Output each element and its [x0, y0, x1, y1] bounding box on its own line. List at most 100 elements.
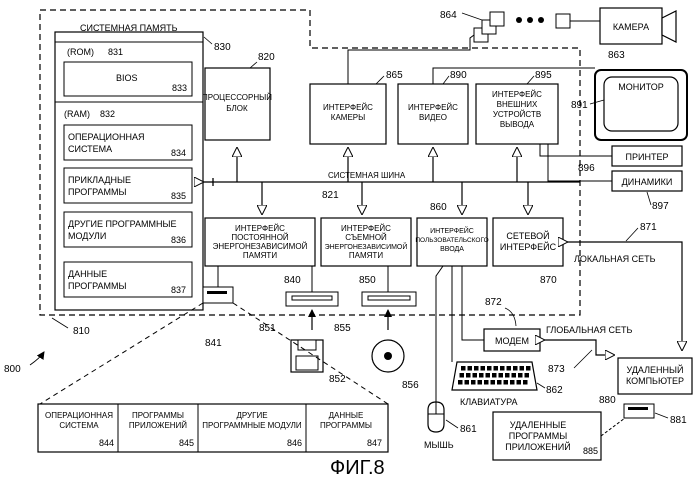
ram-number: 832 — [100, 109, 115, 119]
floppy-drive — [286, 292, 338, 306]
keyboard-key — [500, 366, 505, 371]
optical-drive-number: 855 — [334, 323, 351, 334]
output-interface-line1: ИНТЕРФЕЙС — [492, 90, 542, 99]
rom-number: 831 — [108, 47, 123, 57]
disk-item-number: 844 — [99, 438, 114, 448]
processor-line2: БЛОК — [226, 104, 248, 113]
removable-interface-number: 850 — [359, 275, 376, 286]
ram-item-line1: ДРУГИЕ ПРОГРАММНЫЕ — [68, 219, 176, 229]
keyboard-key — [497, 380, 502, 385]
video-interface-line1: ИНТЕРФЕЙС — [408, 103, 458, 112]
floppy-disk-number: 852 — [329, 374, 346, 385]
camera-label: КАМЕРА — [613, 22, 649, 32]
monitor-label: МОНИТОР — [618, 82, 664, 92]
keyboard-key — [478, 380, 483, 385]
hard-disk-number: 841 — [205, 338, 222, 349]
ram-item-line2: ПРОГРАММЫ — [68, 281, 127, 291]
user-input-interface-line3: ВВОДА — [440, 246, 464, 253]
output-interface-number: 895 — [535, 70, 552, 81]
modem-number: 872 — [485, 297, 502, 308]
ram-item-number: 837 — [171, 285, 186, 295]
disk-item-line2: ПРИЛОЖЕНИЙ — [129, 421, 187, 430]
remote-storage — [624, 404, 654, 418]
ram-item-line1: ДАННЫЕ — [68, 269, 107, 279]
nonremovable-interface-line4: ПАМЯТИ — [243, 251, 277, 260]
keyboard-key — [494, 366, 499, 371]
lan-number: 871 — [640, 222, 657, 233]
mouse-label: МЫШЬ — [424, 440, 454, 450]
output-interface-line4: ВЫВОДА — [500, 120, 535, 129]
keyboard-key — [474, 366, 479, 371]
nonremovable-interface-line2: ПОСТОЯННОЙ — [231, 233, 289, 242]
disk-item-line2: ПРОГРАММНЫЕ МОДУЛИ — [202, 421, 302, 430]
keyboard-key — [468, 366, 473, 371]
ram-item-line2: ПРОГРАММЫ — [68, 187, 127, 197]
system-bus-number: 821 — [322, 190, 339, 201]
optical-disk-number: 856 — [402, 380, 419, 391]
images-number: 864 — [440, 10, 457, 21]
user-input-interface-line1: ИНТЕРФЕЙС — [430, 226, 474, 235]
video-interface-number: 890 — [450, 70, 467, 81]
remote-storage-number: 881 — [670, 415, 687, 426]
disk-item-line2: ПРОГРАММЫ — [320, 421, 372, 430]
keyboard-key — [479, 373, 484, 378]
keyboard-number: 862 — [546, 385, 563, 396]
ram-label: (RAM) — [64, 109, 90, 119]
keyboard-key — [481, 366, 486, 371]
disk-item-line1: ДАННЫЕ — [329, 411, 364, 420]
output-interface-line3: УСТРОЙСТВ — [493, 110, 541, 119]
user-input-interface-number: 860 — [430, 202, 447, 213]
wan-number: 873 — [548, 364, 565, 375]
lan-label: ЛОКАЛЬНАЯ СЕТЬ — [574, 254, 656, 264]
output-interface-line2: ВНЕШНИХ — [497, 100, 538, 109]
system-number: 800 — [4, 364, 21, 375]
remote-apps-line3: ПРИЛОЖЕНИЙ — [505, 441, 570, 452]
optical-drive — [362, 292, 416, 306]
wan-label: ГЛОБАЛЬНАЯ СЕТЬ — [546, 325, 632, 335]
mouse-number: 861 — [460, 424, 477, 435]
speakers-label: ДИНАМИКИ — [622, 177, 673, 187]
keyboard-key — [523, 380, 528, 385]
keyboard-key — [466, 373, 471, 378]
keyboard-key — [507, 366, 512, 371]
ram-item-number: 834 — [171, 148, 186, 158]
keyboard-key — [517, 380, 522, 385]
system-memory-label: СИСТЕМНАЯ ПАМЯТЬ — [80, 23, 178, 33]
keyboard-key — [487, 366, 492, 371]
remote-computer-number: 880 — [599, 395, 616, 406]
network-interface-number: 870 — [540, 275, 557, 286]
system-memory-number: 830 — [214, 42, 231, 53]
disk-item-number: 847 — [367, 438, 382, 448]
modem-label: МОДЕМ — [495, 336, 529, 346]
keyboard-key — [471, 380, 476, 385]
floppy-drive-number: 851 — [259, 323, 276, 334]
removable-interface-line1: ИНТЕРФЕЙС — [341, 224, 391, 233]
keyboard-key — [513, 366, 518, 371]
ram-item-line2: СИСТЕМА — [68, 144, 112, 154]
keyboard-key — [512, 373, 517, 378]
disk-item-line1: ДРУГИЕ — [236, 411, 267, 420]
keyboard-key — [510, 380, 515, 385]
nonremovable-interface-line1: ИНТЕРФЕЙС — [235, 224, 285, 233]
camera-lens — [662, 11, 676, 42]
nonremovable-interface-number: 840 — [284, 275, 301, 286]
disk-item-number: 846 — [287, 438, 302, 448]
keyboard-key — [499, 373, 504, 378]
removable-interface-line2: СЪЕМНОЙ — [345, 233, 387, 242]
network-interface-line1: СЕТЕВОЙ — [506, 230, 549, 241]
keyboard-key — [458, 380, 463, 385]
hard-disk — [203, 287, 233, 303]
network-interface-line2: ИНТЕРФЕЙС — [500, 241, 557, 252]
speakers-number: 897 — [652, 201, 669, 212]
remote-apps-line1: УДАЛЕННЫЕ — [510, 420, 567, 430]
ram-item-line1: ОПЕРАЦИОННАЯ — [68, 132, 145, 142]
keyboard-key — [518, 373, 523, 378]
disk-item-line2: СИСТЕМА — [59, 421, 99, 430]
ram-item-number: 835 — [171, 191, 186, 201]
keyboard-key — [504, 380, 509, 385]
image-frame-last — [556, 14, 570, 28]
keyboard-label: КЛАВИАТУРА — [460, 397, 518, 407]
keyboard-key — [525, 373, 530, 378]
removable-interface-line3: ЭНЕРГОНЕЗАВИСИМОЙ — [325, 242, 408, 251]
